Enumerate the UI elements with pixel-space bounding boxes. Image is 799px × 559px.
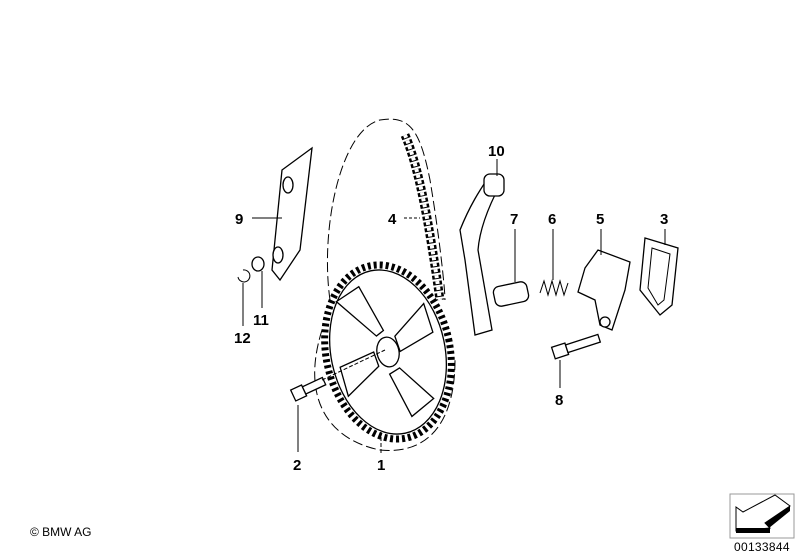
copyright: © BMW AG	[30, 525, 92, 539]
callout-10: 10	[488, 143, 505, 160]
callout-1: 1	[377, 457, 385, 474]
chain	[314, 118, 456, 451]
bolt-8	[550, 333, 602, 360]
tensioning-rail	[459, 173, 505, 336]
callout-3: 3	[660, 211, 668, 228]
callout-4: 4	[388, 211, 397, 228]
sprocket	[321, 261, 455, 443]
circlip	[237, 269, 251, 283]
callout-2: 2	[293, 457, 301, 474]
bolt-2	[289, 376, 327, 402]
gasket	[639, 237, 679, 316]
piston	[492, 281, 530, 307]
callout-6: 6	[548, 211, 556, 228]
direction-arrow-icon	[729, 493, 795, 539]
leader-lines	[242, 159, 666, 453]
callout-7: 7	[510, 211, 518, 228]
callout-12: 12	[234, 330, 251, 347]
callout-11: 11	[253, 312, 269, 329]
callout-9: 9	[235, 211, 243, 228]
washer	[251, 256, 265, 272]
diagram-number: 00133844	[734, 540, 790, 554]
callout-8: 8	[555, 392, 563, 409]
tensioner-housing	[577, 249, 631, 331]
spring	[539, 279, 569, 297]
callout-5: 5	[596, 211, 604, 228]
chain-guide-rail	[271, 146, 313, 282]
